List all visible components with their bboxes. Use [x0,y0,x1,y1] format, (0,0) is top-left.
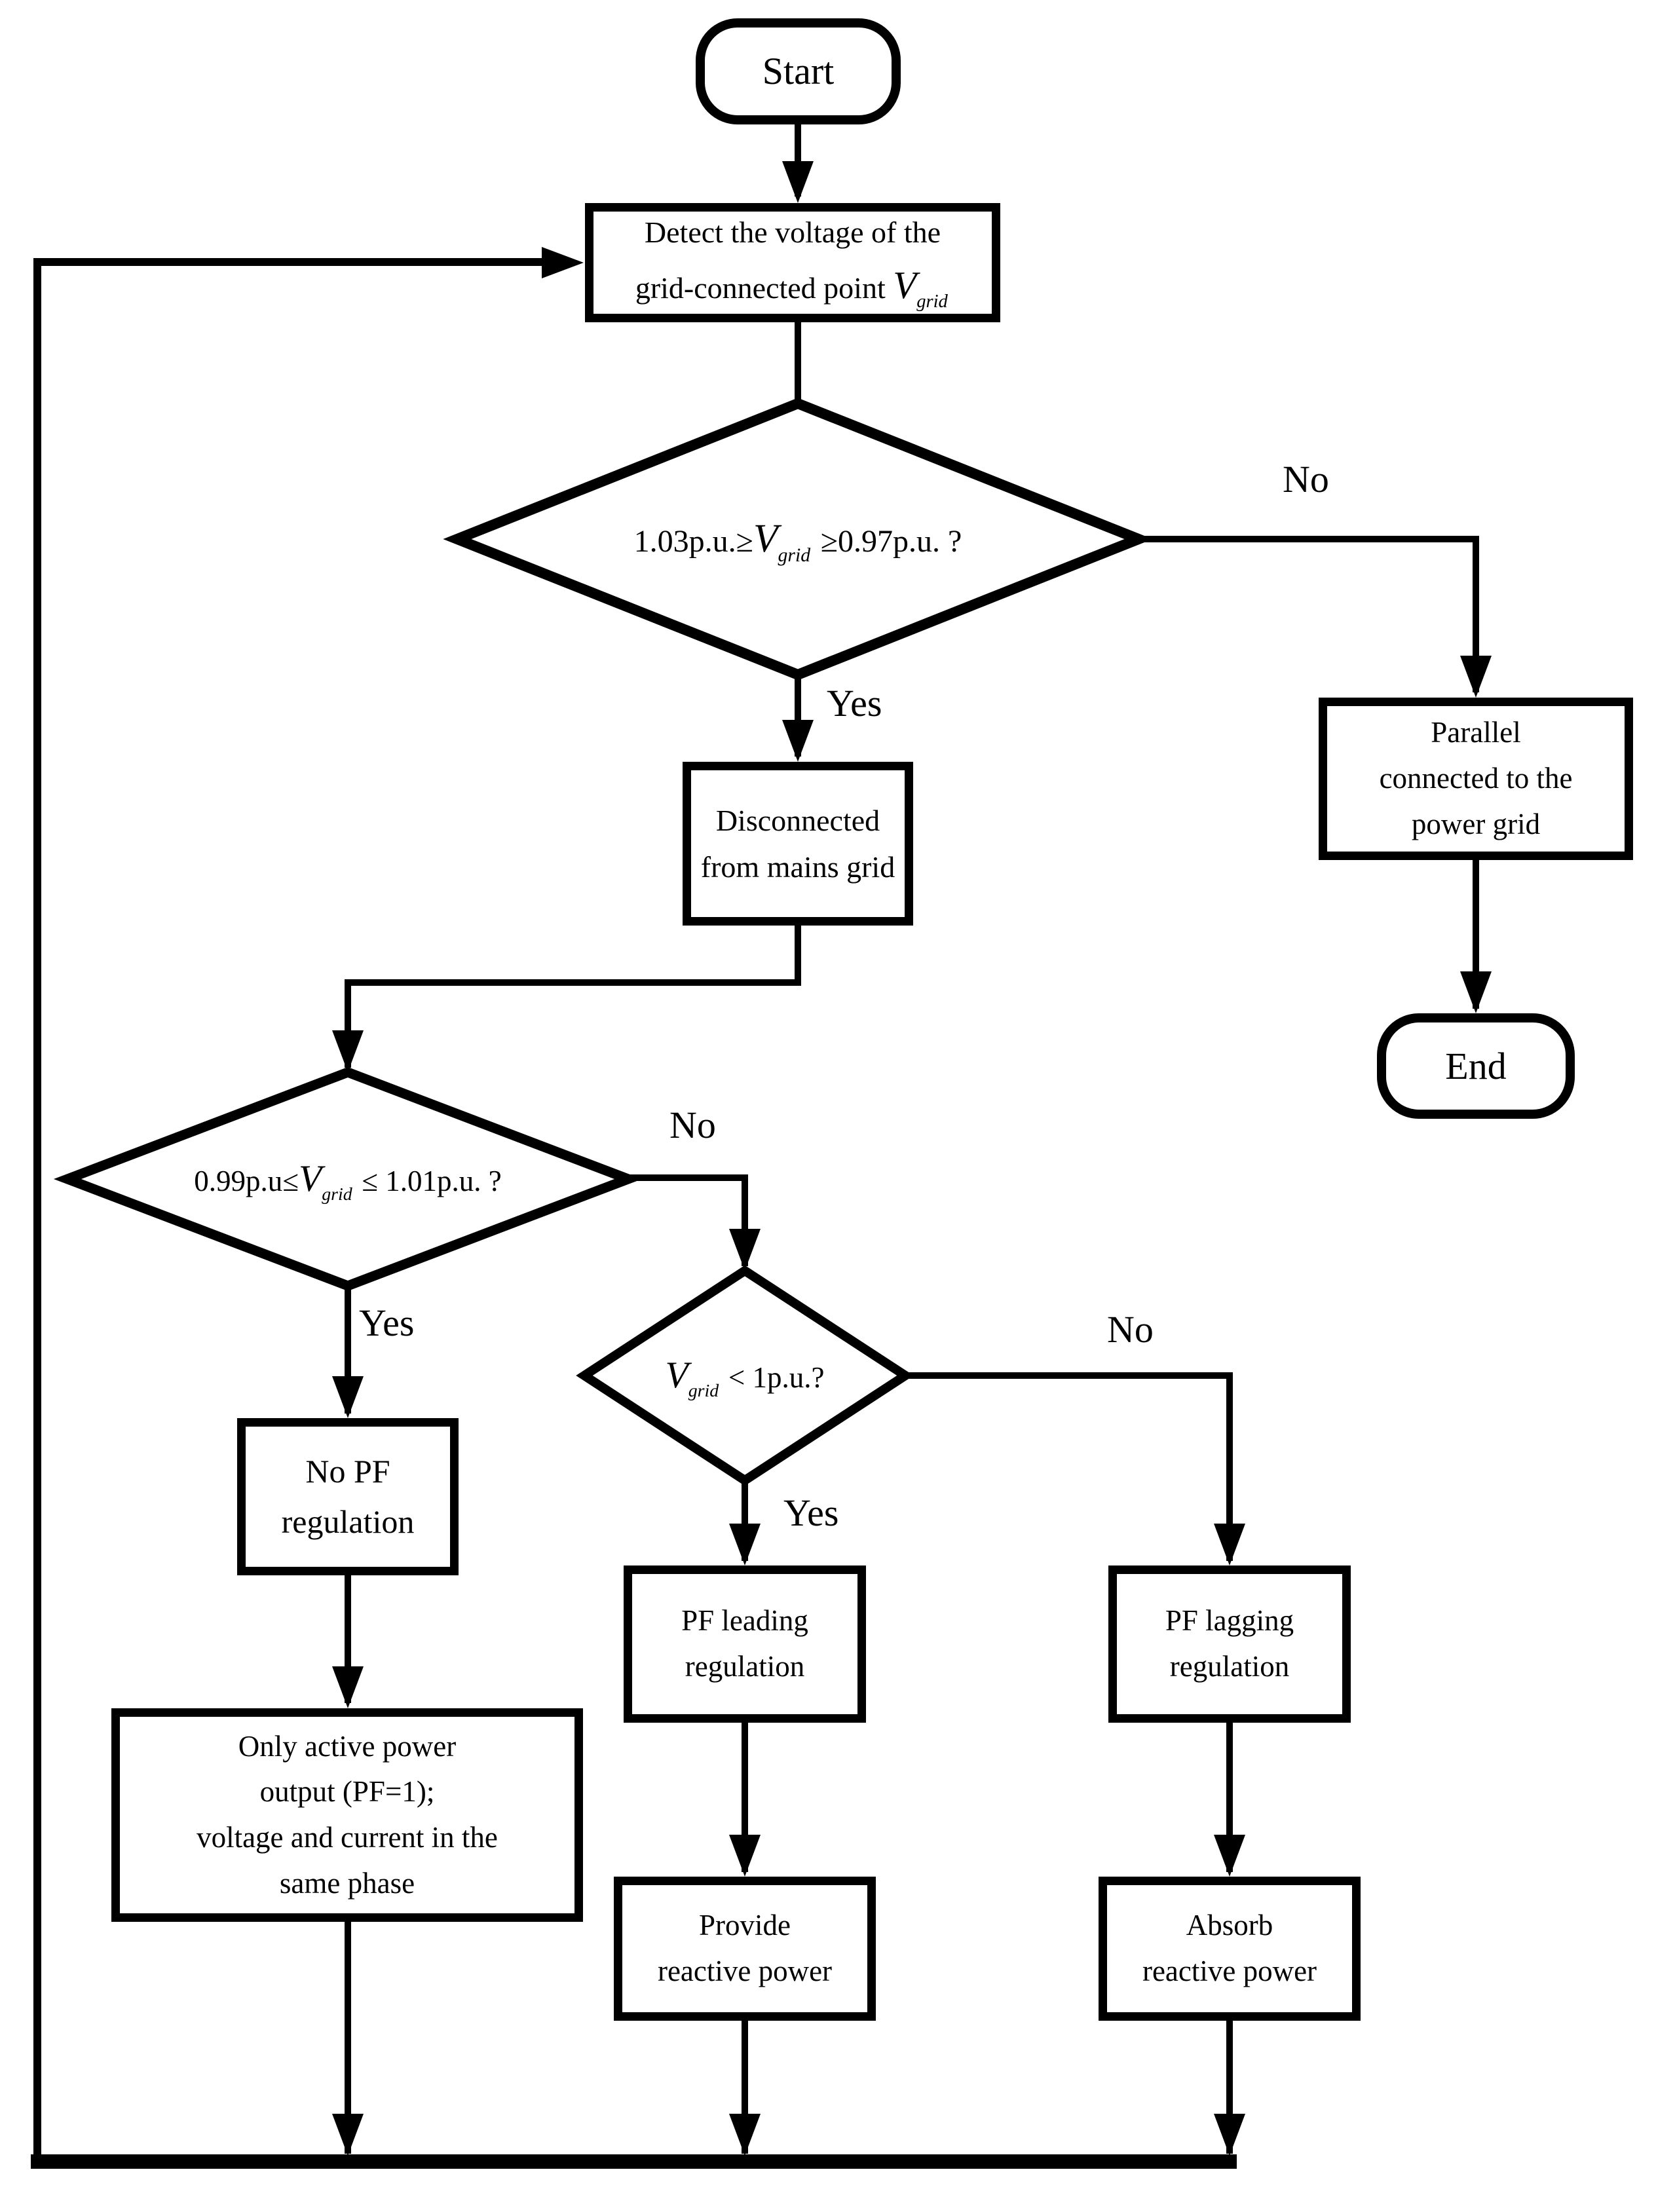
arrowhead-absorb-onto-bar [1214,2114,1245,2156]
decision-vgrid-below-1pu-text: Vgrid < 1p.u.? [665,1354,825,1401]
decision-pf-deadband-shape [53,1066,643,1292]
decision-pf-deadband-label: 0.99p.u≤Vgrid ≤ 1.01p.u. ? [86,1123,610,1235]
edge-label-no-decision3: No [1107,1308,1154,1351]
arrowhead-into-decision2-top [332,1030,364,1072]
arrowhead-into-detect-top [782,161,814,203]
edge-decision3-no-to-pf-lagging [905,1372,1233,1561]
arrowhead-into-only-active-top [332,1666,364,1708]
edge-label-no-decision1: No [1283,458,1329,500]
edge-disconnected-to-decision2 [345,926,801,1068]
arrowhead-provide-onto-bar [729,2114,761,2156]
arrowhead-feedback-into-detect-left [542,247,584,278]
edge-decision1-no-to-parallel [1138,536,1479,692]
decision-vgrid-below-1pu-label: Vgrid < 1p.u.? [597,1320,892,1431]
arrowhead-into-absorb-top [1214,1835,1245,1877]
terminal-end-label: End [1445,1044,1507,1087]
arrowhead-into-provide-top [729,1835,761,1877]
arrowhead-into-parallel-top [1460,656,1492,698]
decision-grid-voltage-range-text: 1.03p.u.≥Vgrid ≥0.97p.u. ? [633,516,962,566]
edge-label-yes-decision2: Yes [359,1302,415,1344]
terminal-start: Start [696,18,901,124]
terminal-end: End [1377,1013,1575,1119]
decision-grid-voltage-range-shape [443,398,1153,681]
edge-label-yes-decision3: Yes [783,1491,839,1534]
arrowhead-into-disconnected-top [782,720,814,762]
arrowhead-into-decision3-top [729,1229,761,1271]
terminal-start-label: Start [762,50,835,93]
arrowhead-only-active-onto-bar [332,2114,364,2156]
arrowhead-into-pf-leading-top [729,1524,761,1565]
arrowhead-into-no-pf-top [332,1376,364,1418]
edge-decision2-no-to-decision3 [628,1174,748,1266]
edge-label-yes-decision1: Yes [827,682,882,724]
decision-pf-deadband-text: 0.99p.u≤Vgrid ≤ 1.01p.u. ? [194,1157,502,1205]
decision-grid-voltage-range-label: 1.03p.u.≥Vgrid ≥0.97p.u. ? [470,480,1125,598]
arrowhead-into-end-top [1460,971,1492,1013]
arrowhead-into-pf-lagging-top [1214,1524,1245,1565]
edge-feedback-loop-to-detect [33,258,554,2155]
edge-label-no-decision2: No [669,1104,716,1146]
decision-vgrid-below-1pu-shape [576,1265,914,1486]
